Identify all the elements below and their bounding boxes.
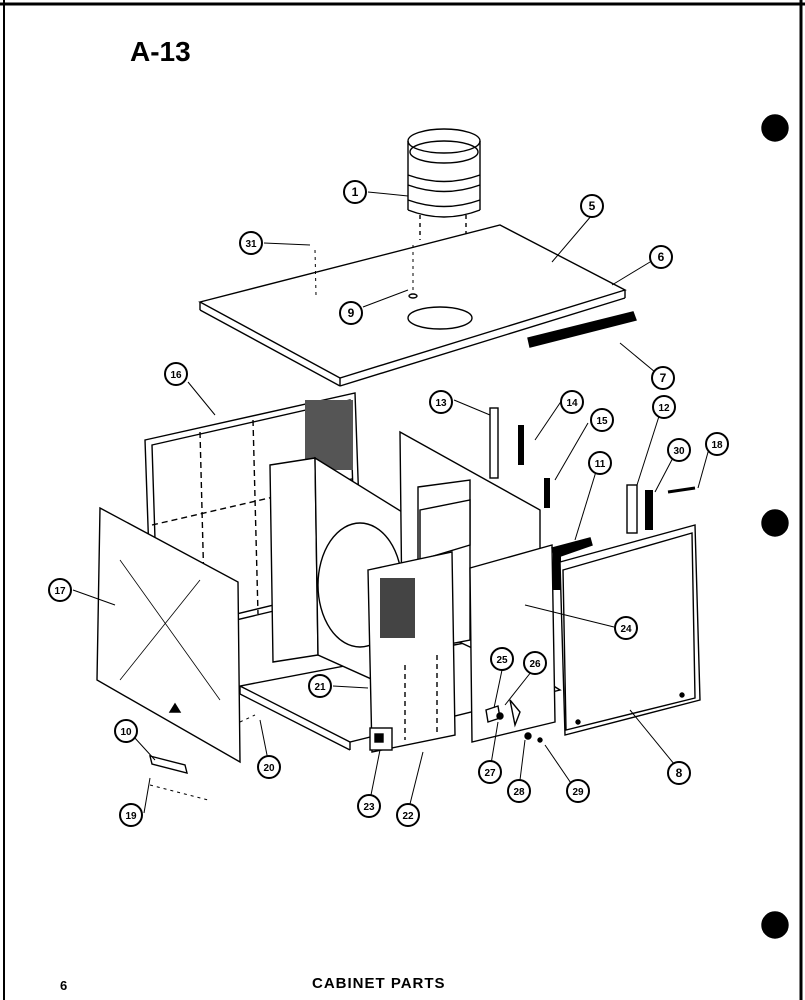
callout-18: 18 [705, 432, 729, 456]
callout-label: 11 [595, 459, 606, 470]
callout-19: 19 [119, 803, 143, 827]
callout-6: 6 [649, 245, 673, 269]
callout-27: 27 [478, 760, 502, 784]
callout-label: 17 [54, 586, 66, 597]
callout-22: 22 [396, 803, 420, 827]
control-panel [469, 544, 556, 743]
callout-26: 26 [523, 651, 547, 675]
callout-1: 1 [343, 180, 367, 204]
callout-label: 21 [314, 682, 326, 693]
callout-29: 29 [566, 779, 590, 803]
callout-label: 19 [125, 811, 137, 822]
callout-12: 12 [652, 395, 676, 419]
callout-label: 22 [402, 811, 414, 822]
callout-label: 14 [566, 398, 578, 409]
callout-label: 23 [363, 802, 375, 813]
callout-label: 26 [529, 659, 541, 670]
callout-label: 30 [673, 446, 685, 457]
callout-label: 27 [484, 768, 496, 779]
left-side-panel [96, 506, 241, 764]
page-number: 6 [60, 978, 68, 993]
callout-5: 5 [580, 194, 604, 218]
callout-8: 8 [667, 761, 691, 785]
callout-label: 5 [589, 199, 596, 213]
callout-label: 31 [245, 239, 257, 250]
callout-label: 29 [572, 787, 584, 798]
callout-15: 15 [590, 408, 614, 432]
callout-label: 7 [660, 371, 667, 385]
callout-16: 16 [164, 362, 188, 386]
callout-label: 24 [620, 624, 632, 635]
callout-label: 13 [435, 398, 447, 409]
section-title: CABINET PARTS [312, 975, 446, 992]
diagram-id: A-13 [130, 36, 191, 67]
callout-label: 9 [348, 306, 355, 320]
callout-20: 20 [257, 755, 281, 779]
callout-28: 28 [507, 779, 531, 803]
callout-label: 8 [676, 766, 683, 780]
callout-label: 25 [496, 655, 508, 666]
callout-label: 12 [658, 403, 670, 414]
callout-11: 11 [588, 451, 612, 475]
callout-17: 17 [48, 578, 72, 602]
callout-9: 9 [339, 301, 363, 325]
callout-13: 13 [429, 390, 453, 414]
callout-label: 1 [352, 185, 359, 199]
callout-25: 25 [490, 647, 514, 671]
callout-label: 15 [596, 416, 608, 427]
callout-24: 24 [614, 616, 638, 640]
duct-collar [407, 128, 481, 240]
callout-23: 23 [357, 794, 381, 818]
grille-panel [367, 551, 456, 753]
callout-label: 20 [263, 763, 275, 774]
callout-30: 30 [667, 438, 691, 462]
callout-label: 6 [658, 250, 665, 264]
top-panel [198, 224, 627, 387]
callout-31: 31 [239, 231, 263, 255]
callout-14: 14 [560, 390, 584, 414]
callout-label: 10 [120, 727, 132, 738]
callout-7: 7 [651, 366, 675, 390]
callout-label: 16 [170, 370, 182, 381]
callout-21: 21 [308, 674, 332, 698]
callout-label: 28 [513, 787, 525, 798]
callout-10: 10 [114, 719, 138, 743]
callout-label: 18 [711, 440, 723, 451]
